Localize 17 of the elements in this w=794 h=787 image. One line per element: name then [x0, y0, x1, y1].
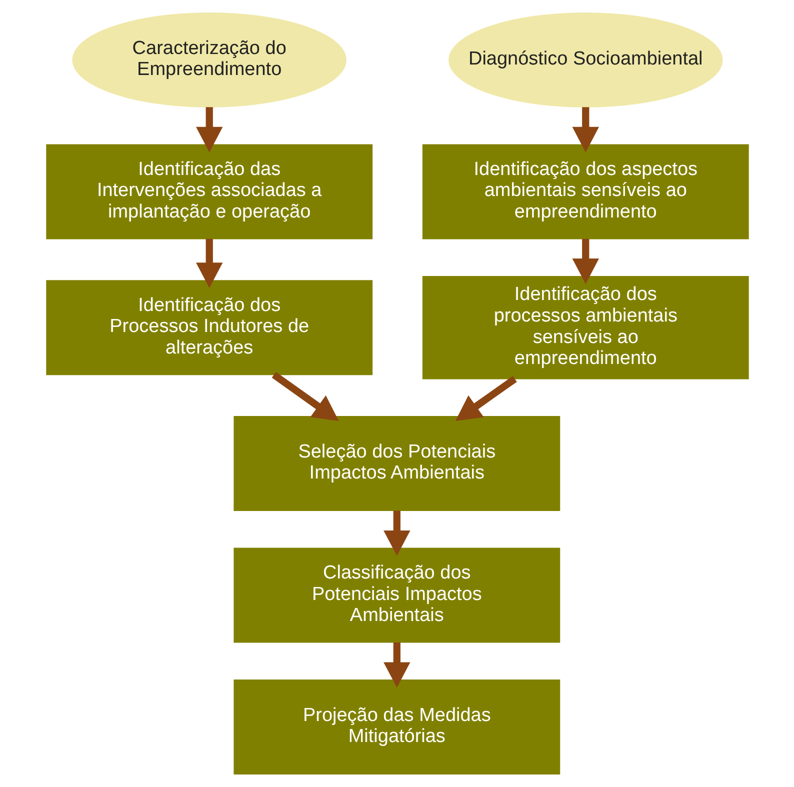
arrow [572, 107, 598, 152]
arrow [454, 376, 516, 421]
node-box: Identificação das Intervenções associadas a implantação e operação [46, 144, 372, 240]
node-box: Seleção dos Potenciais Impactos Ambientais [233, 416, 560, 511]
node-box: Identificação dos processos ambientais sensíveis ao empreendimento [422, 276, 748, 380]
node-ellipse: Diagnóstico Socioambiental [448, 12, 722, 108]
node-box: Identificação dos Processos Indutores de alterações [46, 280, 372, 376]
arrow [196, 238, 222, 288]
arrow [383, 510, 410, 556]
node-box: Classificação dos Potenciais Impactos Ambientais [233, 548, 560, 643]
arrow [383, 642, 410, 688]
node-ellipse: Caracterização do Empreendimento [72, 12, 346, 108]
arrow [271, 372, 338, 421]
node-box: Projeção das Medidas Mitigatórias [233, 680, 560, 775]
arrow [572, 238, 598, 284]
node-box: Identificação dos aspectos ambientais sensíveis ao empreendimento [422, 144, 748, 240]
arrow [196, 107, 222, 152]
